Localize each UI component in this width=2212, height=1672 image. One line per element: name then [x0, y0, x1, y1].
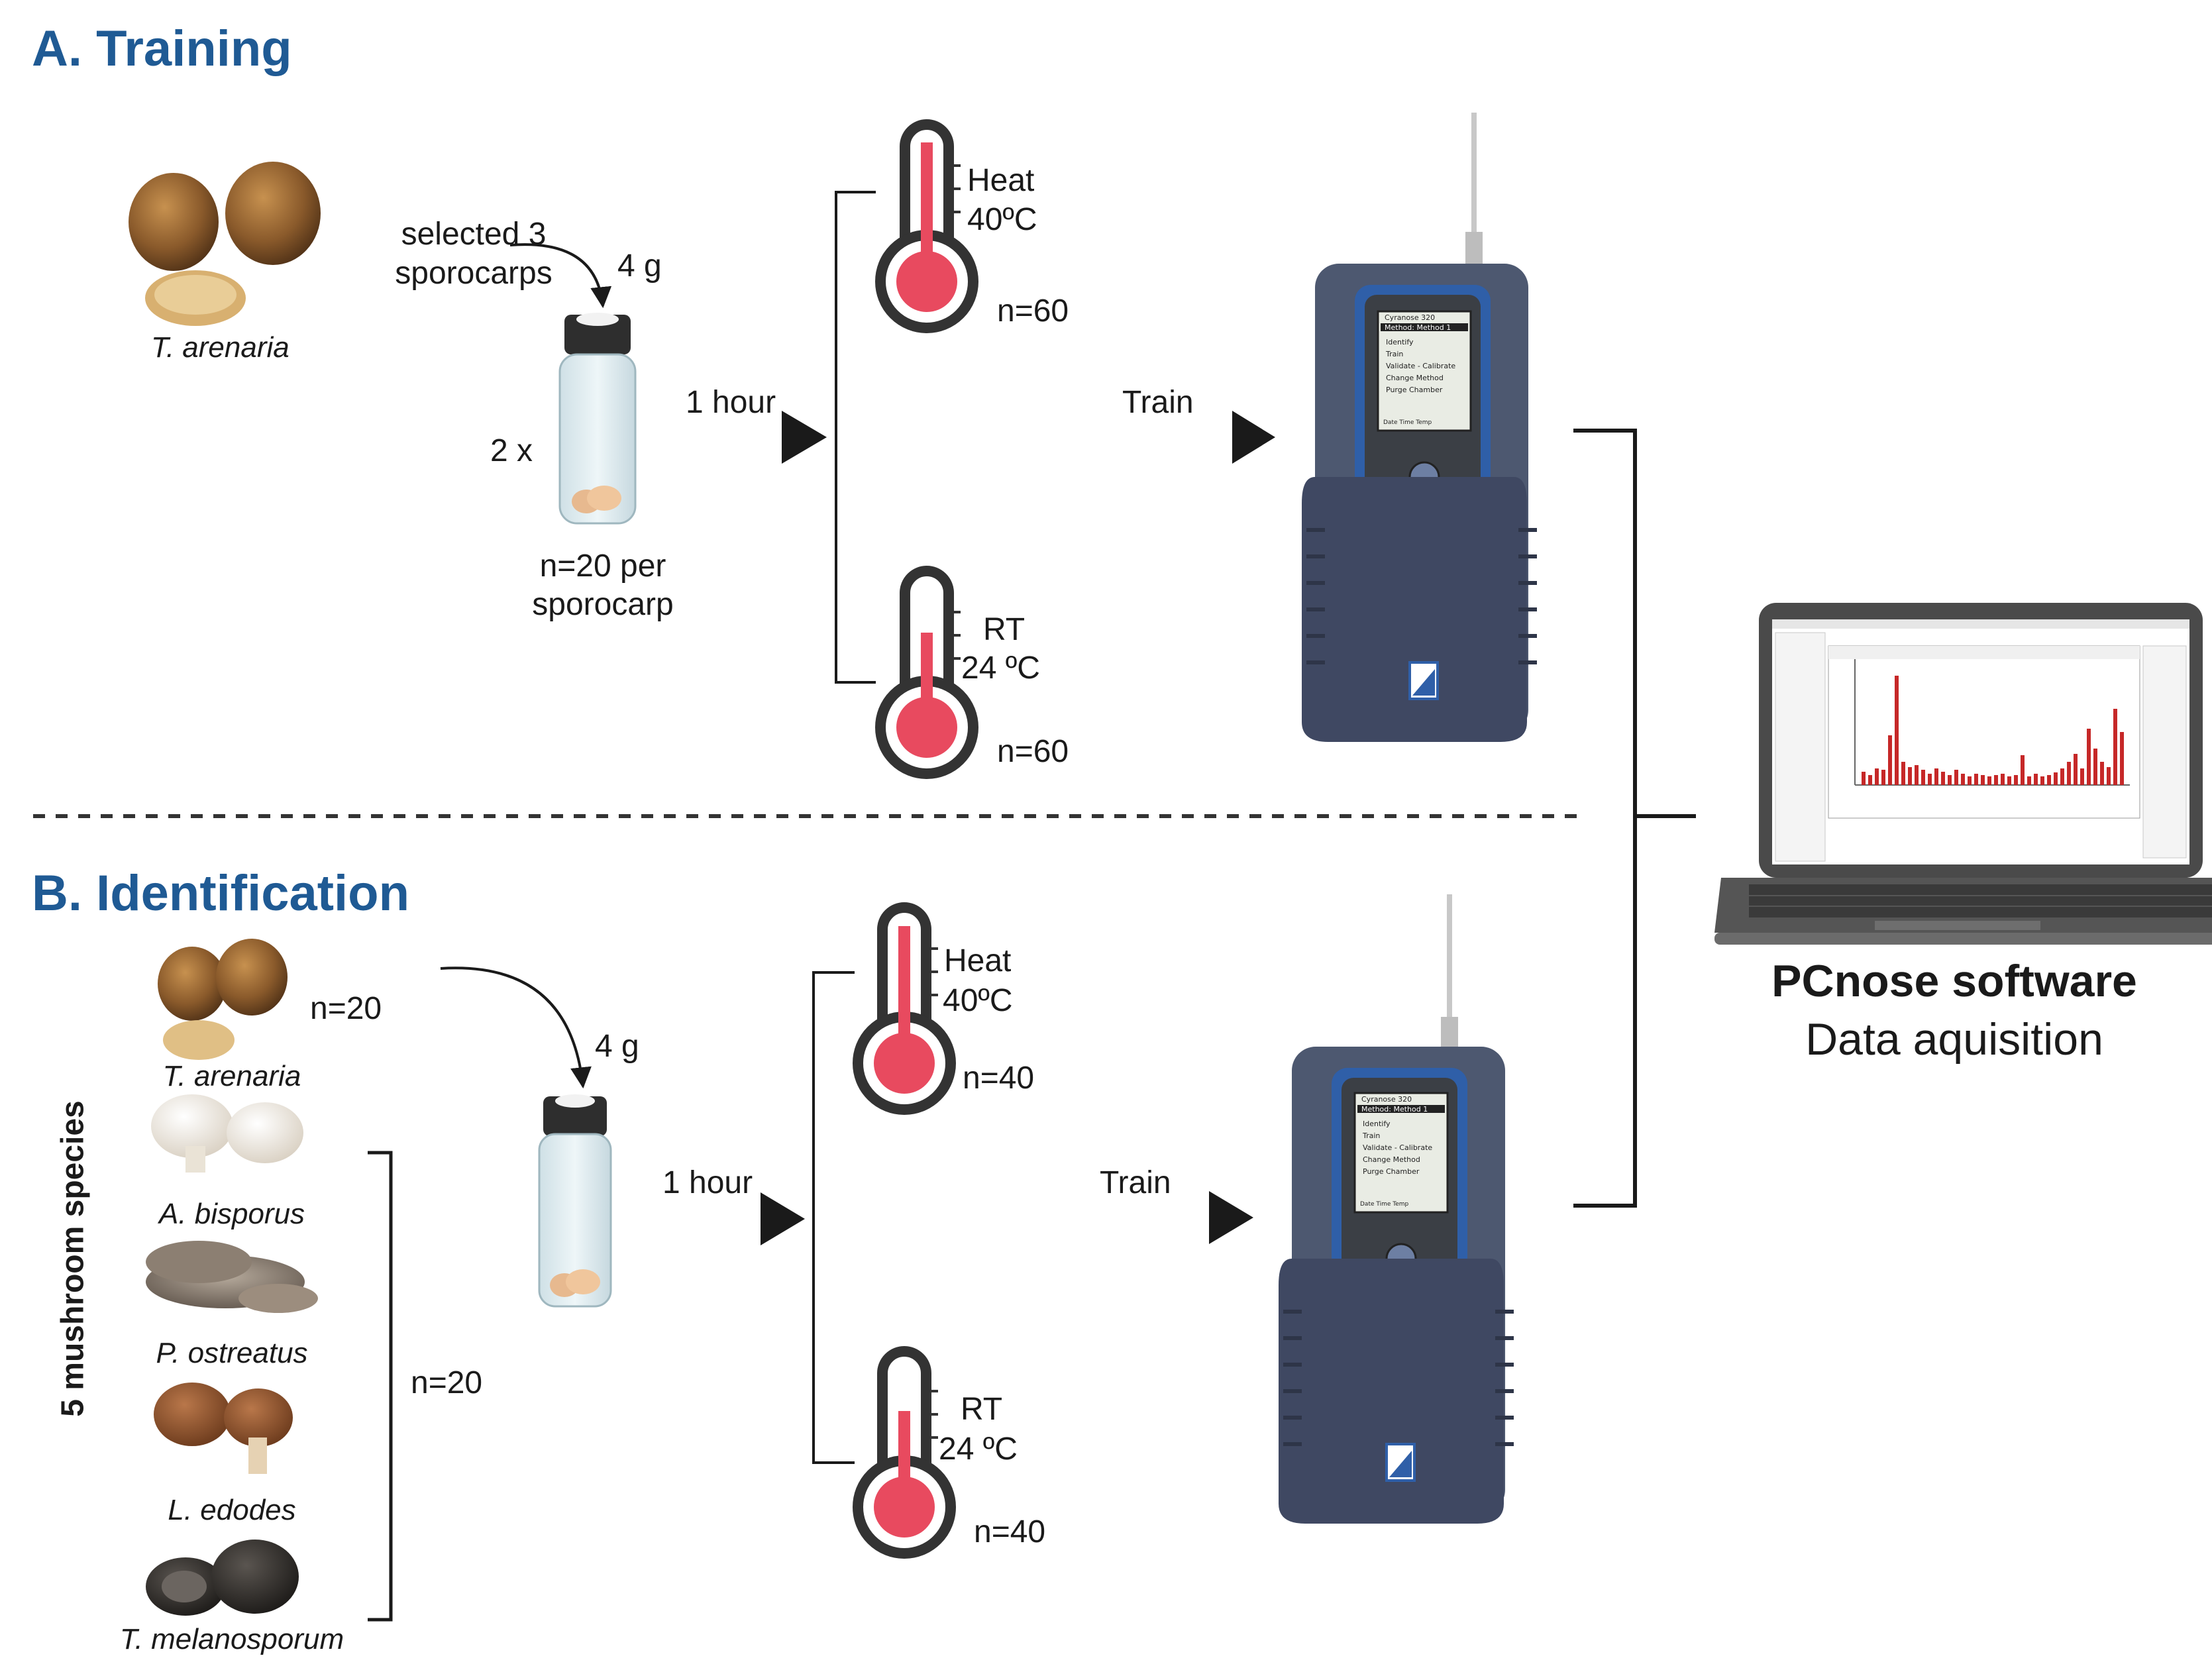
thermometer-icon-heat-b [853, 902, 956, 1115]
a-bisporus-photo [151, 1094, 303, 1173]
thermometer-icon-heat-a [875, 119, 978, 333]
p-ostreatus-photo [146, 1241, 318, 1313]
rt-label-b: RT [961, 1392, 1003, 1427]
screen-menu-2-b: Train [1362, 1131, 1380, 1140]
t-arenaria-photo [129, 162, 321, 326]
train-label-b: Train [1100, 1165, 1171, 1200]
heat-temp-a: 40ºC [967, 202, 1037, 237]
screen-menu-5-b: Purge Chamber [1363, 1167, 1420, 1176]
heat-label-b: Heat [944, 943, 1012, 978]
incubation-label-b: 1 hour [662, 1165, 753, 1200]
vial-icon-a [558, 313, 637, 525]
screen-menu-4-a: Change Method [1386, 374, 1444, 382]
software-chart-bars [1862, 676, 2124, 785]
cyranose-device-icon-b: Cyranose 320 Method: Method 1 Identify T… [1279, 894, 1514, 1524]
thermometer-icon-rt-a [875, 566, 978, 779]
screen-header-a: Cyranose 320 [1385, 313, 1435, 322]
heat-temp-b: 40ºC [943, 983, 1013, 1018]
species-label-t-melanosporum: T. melanosporum [119, 1623, 344, 1655]
sample-arrow-a [509, 243, 612, 309]
arenaria-n-label: n=20 [310, 991, 382, 1026]
heat-n-a: n=60 [997, 293, 1069, 329]
software-subtitle: Data aquisition [1805, 1014, 2103, 1065]
n-per-label-line1: n=20 per [539, 549, 666, 584]
n-per-label-line2: sporocarp [532, 587, 674, 622]
incubation-label-a: 1 hour [686, 385, 776, 420]
heat-n-b: n=40 [963, 1061, 1035, 1096]
selected-label-line2: sporocarps [395, 256, 553, 291]
train-label-a: Train [1122, 385, 1194, 420]
section-title-identification: B. Identification [32, 865, 409, 921]
rt-label-a: RT [983, 612, 1026, 647]
screen-menu-1-a: Identify [1386, 338, 1414, 346]
screen-menu-3-b: Validate - Calibrate [1363, 1143, 1432, 1152]
selected-label-line1: selected 3 [401, 217, 547, 252]
heat-label-a: Heat [967, 163, 1035, 198]
t-arenaria-photo-b [158, 939, 288, 1060]
mushroom-species-group-label: 5 mushroom species [55, 1100, 91, 1417]
thermometer-icon-rt-b [853, 1346, 956, 1559]
others-n-label: n=20 [411, 1365, 483, 1400]
screen-menu-5-a: Purge Chamber [1386, 386, 1443, 394]
screen-footer-b: Date Time Temp [1360, 1201, 1409, 1208]
screen-header-b: Cyranose 320 [1361, 1095, 1412, 1104]
screen-menu-4-b: Change Method [1363, 1155, 1420, 1164]
t-melanosporum-photo [146, 1540, 299, 1616]
species-bracket [368, 1151, 393, 1622]
screen-method-a: Method: Method 1 [1385, 323, 1451, 332]
screen-menu-3-a: Validate - Calibrate [1386, 362, 1455, 370]
connector-bracket [1573, 429, 1696, 1208]
split-bracket-a [835, 191, 876, 684]
l-edodes-photo [154, 1383, 293, 1474]
multiplier-label: 2 x [490, 433, 533, 468]
laptop-icon [1714, 603, 2212, 945]
screen-menu-1-b: Identify [1363, 1120, 1391, 1128]
mass-label-b: 4 g [595, 1029, 639, 1064]
mass-label-a: 4 g [617, 248, 662, 284]
rt-n-b: n=40 [974, 1514, 1046, 1549]
split-bracket-b [812, 971, 855, 1464]
species-label-t-arenaria: T. arenaria [151, 331, 290, 364]
rt-temp-b: 24 ºC [939, 1432, 1018, 1467]
species-label-l-edodes: L. edodes [168, 1494, 296, 1526]
screen-menu-2-a: Train [1385, 350, 1403, 358]
species-label-a-bisporus: A. bisporus [158, 1198, 305, 1230]
cyranose-device-icon-a: Cyranose 320 Method: Method 1 Identify T… [1302, 113, 1537, 742]
vial-icon-b [538, 1094, 612, 1308]
software-name: PCnose software [1771, 956, 2137, 1006]
section-title-training: A. Training [32, 21, 292, 77]
screen-footer-a: Date Time Temp [1383, 419, 1432, 426]
rt-temp-a: 24 ºC [961, 651, 1040, 686]
sample-arrow-b [440, 967, 592, 1089]
screen-method-b: Method: Method 1 [1361, 1105, 1428, 1114]
species-label-p-ostreatus: P. ostreatus [156, 1337, 308, 1369]
species-label-t-arenaria-b: T. arenaria [162, 1060, 301, 1092]
rt-n-a: n=60 [997, 734, 1069, 769]
